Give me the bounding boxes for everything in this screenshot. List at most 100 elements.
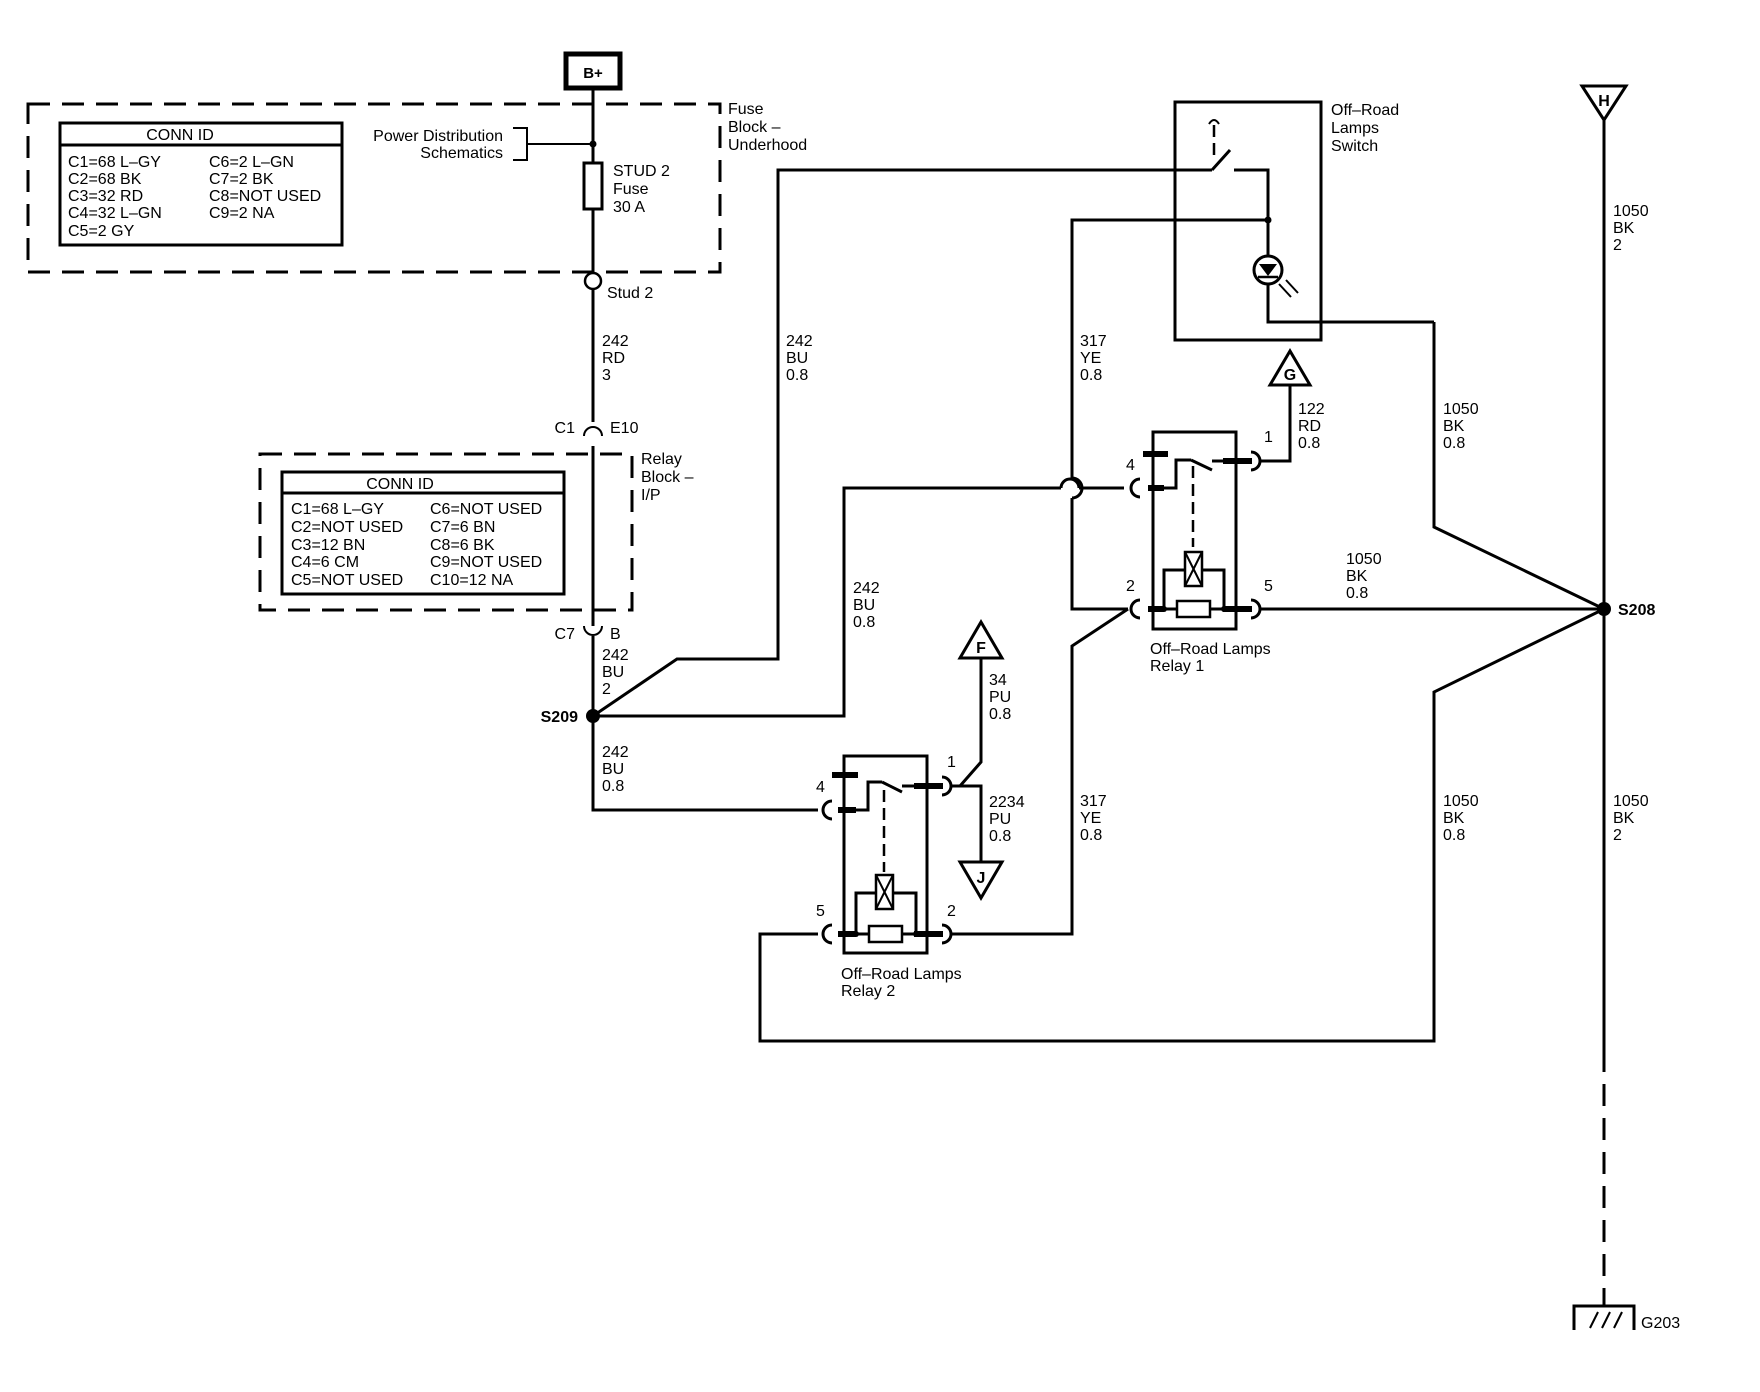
wire-242-bu-08-low-label-2: BU	[602, 761, 624, 778]
relay-block-conn-id-table: CONN ID C1=68 L–GY C2=NOT USED C3=12 BN …	[280, 470, 566, 596]
off-road-lamps-relay-2: 1 4 5 2 Off–Road Lamps Relay 2	[816, 754, 962, 1000]
conn-id-row: C5=NOT USED	[291, 572, 403, 589]
conn-id-row: C5=2 GY	[68, 223, 135, 240]
ground-g203-label: G203	[1641, 1315, 1680, 1332]
conn-id-row: C9=NOT USED	[430, 554, 542, 571]
wire-242-bu-08-top-label-3: 0.8	[786, 367, 808, 384]
relay-block-conn-c7: C7	[555, 626, 576, 643]
wire-1050-bk-08-b-label-2: BK	[1346, 568, 1368, 585]
relay-block-conn-b: B	[610, 626, 621, 643]
conn-id-row: C6=2 L–GN	[209, 154, 294, 171]
wire-317-ye-08-top-label-2: YE	[1080, 350, 1101, 367]
conn-id-row: C3=32 RD	[68, 188, 143, 205]
wire-34-pu-08-label-2: PU	[989, 689, 1011, 706]
wire-242-bu-2-label-2: BU	[602, 664, 624, 681]
wire-242-bu-2-label-1: 242	[602, 647, 629, 664]
splice-s208-label: S208	[1618, 602, 1655, 619]
wire-1050-bk-2-low-label-2: BK	[1613, 810, 1635, 827]
fuse-label-2: Fuse	[613, 181, 649, 198]
relay-block-title-3: I/P	[641, 487, 661, 504]
wire-242-rd-3-label-1: 242	[602, 333, 629, 350]
connector-f-label: F	[976, 640, 986, 657]
wire-242-bu-08-mid-label-1: 242	[853, 580, 880, 597]
wire-34-pu-08-label-3: 0.8	[989, 706, 1011, 723]
conn-id-row: C4=32 L–GN	[68, 205, 162, 222]
relay1-pin-4: 4	[1126, 457, 1135, 474]
conn-id-row: C1=68 L–GY	[68, 154, 161, 171]
conn-id-row: C8=6 BK	[430, 537, 495, 554]
conn-id-row: C8=NOT USED	[209, 188, 321, 205]
switch-title-2: Lamps	[1331, 120, 1379, 137]
relay2-pin-4: 4	[816, 779, 825, 796]
wire-1050-bk-2-top-label-1: 1050	[1613, 203, 1649, 220]
connector-j-label: J	[977, 870, 986, 887]
conn-id-row: C6=NOT USED	[430, 501, 542, 518]
relay2-title-2: Relay 2	[841, 983, 895, 1000]
wire-1050-bk-08-b-label-1: 1050	[1346, 551, 1382, 568]
power-distribution-label-1: Power Distribution	[373, 128, 503, 145]
fuse-block-title-1: Fuse	[728, 101, 764, 118]
wire-1050-bk-08-c-label-2: BK	[1443, 810, 1465, 827]
wire-2234-pu-08-label-1: 2234	[989, 794, 1025, 811]
conn-id-row: C2=68 BK	[68, 171, 142, 188]
power-distribution-label-2: Schematics	[420, 145, 503, 162]
wire-34-pu-08-label-1: 34	[989, 672, 1007, 689]
wire-1050-bk-08-a-label-1: 1050	[1443, 401, 1479, 418]
wire-242-bu-08-top-label-2: BU	[786, 350, 808, 367]
conn-id-row: C10=12 NA	[430, 572, 513, 589]
relay-block-conn-id-title: CONN ID	[366, 476, 434, 493]
conn-id-row: C1=68 L–GY	[291, 501, 384, 518]
relay2-pin-2: 2	[947, 903, 956, 920]
wire-242-bu-08-top-label-1: 242	[786, 333, 813, 350]
wire-317-ye-08-low-label-3: 0.8	[1080, 827, 1102, 844]
fuse-block-underhood: Fuse Block – Underhood CONN ID C1=68 L–G…	[26, 101, 807, 274]
wire-1050-bk-08-a-label-3: 0.8	[1443, 435, 1465, 452]
relay2-pin-5: 5	[816, 903, 825, 920]
wire-1050-bk-08-b-label-3: 0.8	[1346, 585, 1368, 602]
fuse-label-3: 30 A	[613, 199, 645, 216]
wire-242-bu-08-mid-label-3: 0.8	[853, 614, 875, 631]
wire-1050-bk-08-a-label-2: BK	[1443, 418, 1465, 435]
connector-h-terminal: H	[1579, 84, 1629, 123]
wire-242-bu-08-low-label-3: 0.8	[602, 778, 624, 795]
connector-h-label: H	[1598, 93, 1610, 110]
ground-g203-icon: G203	[1572, 1304, 1680, 1332]
relay2-title-1: Off–Road Lamps	[841, 966, 962, 983]
conn-id-row: C7=2 BK	[209, 171, 274, 188]
wire-242-rd-3-label-2: RD	[602, 350, 625, 367]
conn-id-row: C4=6 CM	[291, 554, 359, 571]
relay-block-title-2: Block –	[641, 469, 694, 486]
wire-122-rd-08-label-2: RD	[1298, 418, 1321, 435]
wire-2234-pu-08-label-2: PU	[989, 811, 1011, 828]
fuse-label-1: STUD 2	[613, 163, 670, 180]
relay1-pin-1: 1	[1264, 429, 1273, 446]
fuse-symbol	[582, 161, 604, 211]
splice-s209-label: S209	[541, 709, 578, 726]
fuse-block-conn-id-table: CONN ID C1=68 L–GY C2=68 BK C3=32 RD C4=…	[58, 121, 344, 247]
wire-242-bu-08-low-label-1: 242	[602, 744, 629, 761]
wire-1050-bk-2-low-label-3: 2	[1613, 827, 1622, 844]
relay-block-conn-c1: C1	[555, 420, 576, 437]
conn-id-row: C3=12 BN	[291, 537, 365, 554]
fuse-block-title-3: Underhood	[728, 137, 807, 154]
battery-positive-label: B+	[583, 65, 603, 82]
relay-block-conn-e10: E10	[610, 420, 639, 437]
wire-317-ye-08-low-label-2: YE	[1080, 810, 1101, 827]
relay1-pin-2: 2	[1126, 578, 1135, 595]
switch-title-3: Switch	[1331, 138, 1378, 155]
relay1-title-2: Relay 1	[1150, 658, 1204, 675]
wire-122-rd-08-label-1: 122	[1298, 401, 1325, 418]
wire-1050-bk-2-low-label-1: 1050	[1613, 793, 1649, 810]
wire-1050-bk-2-top-label-3: 2	[1613, 237, 1622, 254]
stud-2-label: Stud 2	[607, 285, 653, 302]
conn-id-row: C2=NOT USED	[291, 519, 403, 536]
wire-122-rd-08-label-3: 0.8	[1298, 435, 1320, 452]
wire-1050-bk-2-top-label-2: BK	[1613, 220, 1635, 237]
wire-242-bu-2-label-3: 2	[602, 681, 611, 698]
relay2-pin-1: 1	[947, 754, 956, 771]
wire-317-ye-08-top-label-3: 0.8	[1080, 367, 1102, 384]
stud-2-terminal	[583, 271, 603, 291]
wire-2234-pu-08-label-3: 0.8	[989, 828, 1011, 845]
wire-1050-bk-08-c-label-3: 0.8	[1443, 827, 1465, 844]
